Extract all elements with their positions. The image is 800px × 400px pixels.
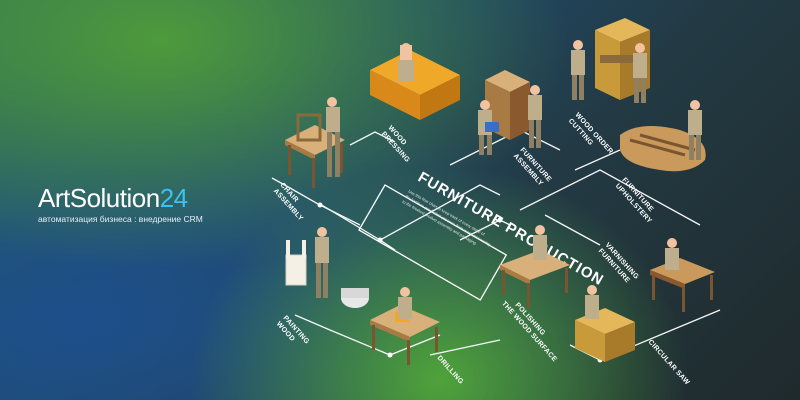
label-chair-assembly: CHAIR ASSEMBLY <box>272 182 304 223</box>
label-furniture-upholstery: FURNITURE UPHOLSTERY <box>614 177 655 225</box>
logo-subtitle: автоматизация бизнеса : внедрение CRM <box>38 214 203 224</box>
label-drilling: DRILLING <box>436 355 465 386</box>
label-furniture-assembly: FURNITURE ASSEMBLY <box>512 147 553 188</box>
label-line: THE WOOD SURFACE <box>500 300 558 363</box>
label-circular-saw: CIRCULAR SAW <box>647 339 691 387</box>
company-logo: ArtSolution24 автоматизация бизнеса : вн… <box>38 185 203 224</box>
label-wood-pressing: WOOD PRESSING <box>380 125 411 165</box>
title-block <box>358 184 508 301</box>
wood-cutting-illustration <box>571 18 650 103</box>
label-wood-order-cutting: WOOD ORDER CUTTING <box>567 112 614 156</box>
upholstery-illustration <box>620 100 706 172</box>
circular-saw-illustration <box>575 285 635 362</box>
varnishing-illustration <box>650 238 715 312</box>
furniture-assembly-illustration <box>478 70 542 155</box>
connector-dots <box>317 202 603 363</box>
wood-press-illustration <box>370 43 460 120</box>
label-painting-wood: PAINTING WOOD <box>275 315 311 346</box>
label-line: DRILLING <box>436 355 465 386</box>
chair-assembly-illustration <box>285 97 345 188</box>
painting-illustration <box>285 227 369 308</box>
label-polishing-wood-surface: POLISHING THE WOOD SURFACE <box>500 300 558 363</box>
logo-text: ArtSolution24 <box>38 183 188 213</box>
drilling-illustration <box>370 287 440 365</box>
polishing-illustration <box>500 225 570 308</box>
label-line: CIRCULAR SAW <box>647 339 691 387</box>
